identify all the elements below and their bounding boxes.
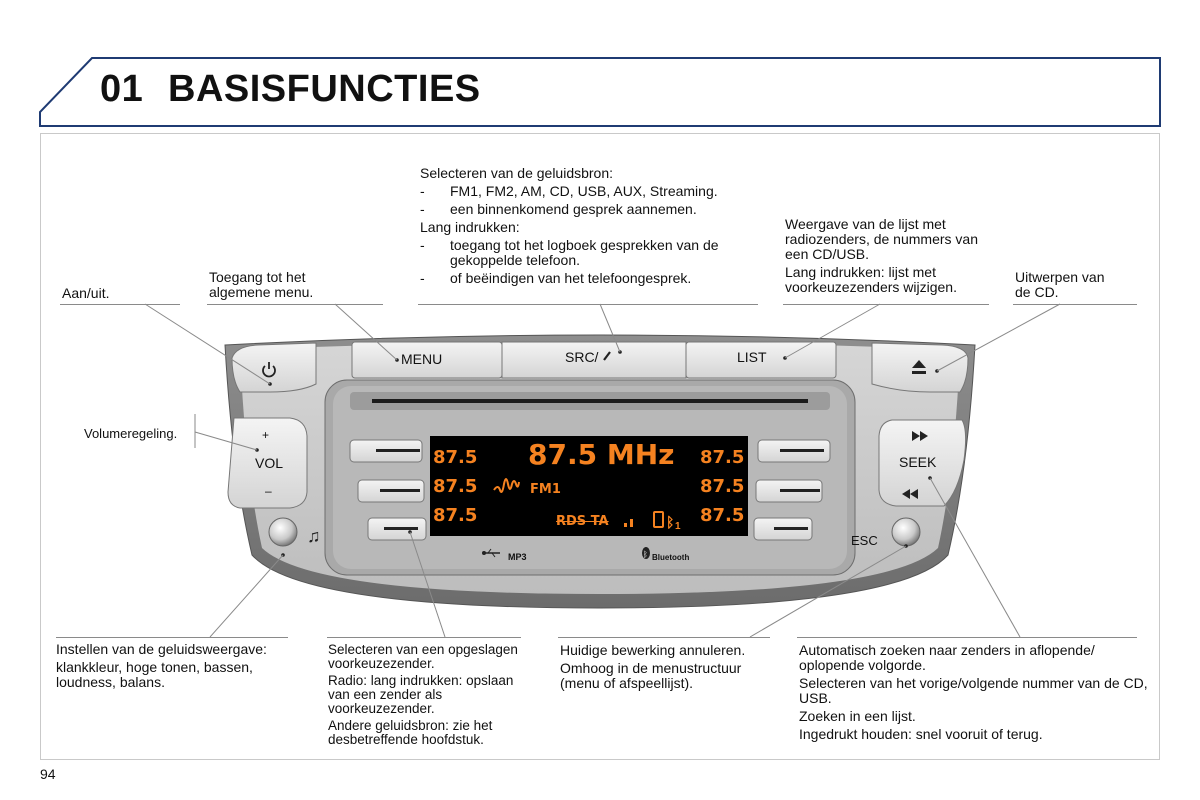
lcd-preset-right-3: 87.5 <box>700 505 745 526</box>
header-frame <box>39 57 1161 127</box>
page-number: 94 <box>40 766 56 782</box>
audio-knob[interactable] <box>268 517 298 547</box>
volume-plus-label: + <box>262 428 270 442</box>
chapter-number: 01 <box>100 68 144 110</box>
usb-logo-label: MP3 <box>508 552 527 562</box>
lcd-preset-left-3: 87.5 <box>433 505 478 526</box>
list-button[interactable] <box>685 341 837 379</box>
seek-label: SEEK <box>899 454 937 470</box>
callout-power: Aan/uit. <box>62 285 110 301</box>
callout-esc: Huidige bewerking annuleren. Omhoog in d… <box>560 642 746 691</box>
callout-source: Selecteren van de geluidsbron: -FM1, FM2… <box>420 165 719 286</box>
waveform-icon <box>493 478 520 493</box>
svg-text:♫: ♫ <box>307 526 321 546</box>
callout-presets: Selecteren van een opgeslagen voorkeuzez… <box>328 642 518 747</box>
battery-icon <box>653 511 664 528</box>
lcd-frequency: 87.5 MHz <box>528 438 675 471</box>
seek-rocker[interactable] <box>878 419 967 507</box>
signal-bars-icon <box>630 519 633 527</box>
volume-label: VOL <box>255 455 284 471</box>
bluetooth-logo-label: Bluetooth <box>652 553 690 562</box>
callout-seek: Automatisch zoeken naar zenders in aflop… <box>799 642 1148 742</box>
callout-list: Weergave van de lijst met radiozenders, … <box>785 216 978 295</box>
usb-icon <box>482 548 500 558</box>
bluetooth-logo-icon: ᛒ <box>642 547 650 559</box>
svg-text:ᛒ: ᛒ <box>643 550 648 559</box>
preset-buttons[interactable] <box>349 439 831 541</box>
power-icon <box>262 362 276 378</box>
esc-label: ESC <box>851 533 878 548</box>
leader-lines <box>144 303 1061 638</box>
rewind-icon <box>902 489 918 499</box>
svg-text:1: 1 <box>675 521 681 532</box>
menu-button-label: MENU <box>401 351 443 367</box>
lcd-status: RDS TA <box>556 514 609 529</box>
src-button-label: SRC/ <box>565 349 599 365</box>
volume-minus-label: – <box>265 484 272 498</box>
lcd-band: FM1 <box>530 482 561 497</box>
content-frame <box>40 133 1160 760</box>
callout-menu: Toegang tot het algemene menu. <box>209 269 314 300</box>
callout-eject: Uitwerpen van de CD. <box>1015 269 1105 300</box>
volume-rocker[interactable] <box>227 417 308 509</box>
eject-icon <box>912 360 926 374</box>
chapter-title: BASISFUNCTIES <box>168 68 481 110</box>
lcd-preset-right-2: 87.5 <box>700 476 745 497</box>
cd-slot <box>372 399 808 403</box>
callout-volume: Volumeregeling. <box>84 426 178 441</box>
esc-knob[interactable] <box>891 517 921 547</box>
callout-audio: Instellen van de geluidsweergave: klankk… <box>56 641 267 690</box>
fast-forward-icon <box>912 431 928 441</box>
lcd-preset-right-1: 87.5 <box>700 447 745 468</box>
bluetooth-icon: ᛒ <box>666 514 674 530</box>
lcd-preset-left-2: 87.5 <box>433 476 478 497</box>
lcd-preset-left-1: 87.5 <box>433 447 478 468</box>
list-button-label: LIST <box>737 349 767 365</box>
phone-icon <box>603 351 611 361</box>
lcd-display <box>430 436 748 536</box>
music-note-icon: ♫ <box>307 526 321 546</box>
